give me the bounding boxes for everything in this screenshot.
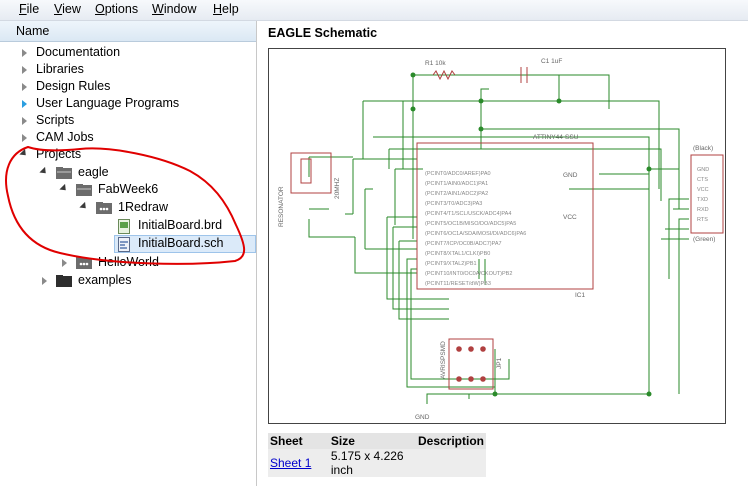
- table-row: Sheet 1 5.175 x 4.226 inch: [268, 449, 486, 477]
- sheet-column-header: Sheet: [268, 433, 329, 449]
- tree-item-label: examples: [78, 273, 132, 287]
- tree-header-label: Name: [16, 24, 50, 38]
- sheets-table: Sheet Size Description Sheet 1 5.175 x 4…: [268, 433, 486, 477]
- ic-pin-label: (PCINT1/AIN0/ADC1)PA1: [425, 181, 488, 187]
- sheet-size-cell: 5.175 x 4.226 inch: [328, 449, 416, 477]
- ic-pin-label: (PCINT2/AIN1/ADC2)PA2: [425, 191, 488, 197]
- ftdi-pin-label: CTS: [697, 177, 708, 183]
- ftdi-pin-label: VCC: [697, 187, 709, 193]
- expand-arrow-icon[interactable]: [22, 134, 27, 142]
- menu-bar: File View Options Window Help: [0, 0, 748, 21]
- sheet-link-cell: Sheet 1: [268, 449, 329, 477]
- expand-arrow-icon[interactable]: [22, 117, 27, 125]
- menu-window[interactable]: Window: [152, 2, 197, 16]
- tree-item-label: 1Redraw: [118, 200, 169, 214]
- ftdi-pin-label: GND: [697, 167, 709, 173]
- expand-arrow-icon[interactable]: [42, 277, 47, 285]
- tree-item-label: FabWeek6: [98, 182, 159, 196]
- ic-gnd-pin-label: GND: [563, 172, 578, 179]
- ic-pin-label: (PCINT11/RESET/dW)PB3: [425, 281, 491, 287]
- tree-item-label: Scripts: [36, 113, 75, 127]
- ic-pin-label: (PCINT3/T0/ADC3)PA3: [425, 201, 482, 207]
- schematic-file-icon: [118, 237, 130, 252]
- ic-pin-label: (PCINT5/OC1B/MISO/DO/ADC5)PA5: [425, 221, 516, 227]
- schematic-preview[interactable]: R1 10k C1 1uF ATTINY44-SSU IC1 GND VCC (…: [268, 48, 726, 424]
- tree-item-label: Design Rules: [36, 79, 111, 93]
- ic-ref-label: IC1: [575, 292, 586, 299]
- expand-arrow-icon[interactable]: [22, 66, 27, 74]
- menu-file[interactable]: File: [19, 2, 40, 16]
- project-folder-icon: [96, 202, 112, 214]
- ftdi-pin-label: TXD: [697, 197, 708, 203]
- description-column-header: Description: [415, 433, 486, 449]
- ic-pin-label: (PCINT4/T1/SCL/USCK/ADC4)PA4: [425, 211, 511, 217]
- ftdi-bottom-label: (Green): [693, 236, 715, 243]
- project-tree-panel: Name Documentation Libraries Design Rule…: [0, 21, 257, 486]
- size-column-header: Size: [328, 433, 416, 449]
- project-folder-icon: [76, 257, 92, 269]
- sheet-description-cell: [415, 449, 486, 477]
- tree-item-label: CAM Jobs: [36, 130, 94, 144]
- tree-item-label: User Language Programs: [36, 96, 180, 110]
- expand-arrow-icon[interactable]: [22, 83, 27, 91]
- jp1-label: JP1: [496, 357, 503, 369]
- ftdi-pin-label: RXD: [697, 207, 709, 213]
- ic-pin-label: (PCINT10/INT0/OC0A/CKOUT)PB2: [425, 271, 512, 277]
- ic-pin-label: (PCINT0/ADC0/AREF)PA0: [425, 171, 491, 177]
- board-file-icon: [118, 219, 130, 234]
- red-annotation-circle: [5, 145, 246, 265]
- expand-arrow-icon[interactable]: [62, 259, 67, 267]
- ic-pin-label: (PCINT7/ICP/OC0B/ADC7)PA7: [425, 241, 502, 247]
- expand-arrow-icon[interactable]: [22, 49, 27, 57]
- menu-options[interactable]: Options: [95, 2, 139, 16]
- tree-item-label: Libraries: [36, 62, 84, 76]
- ftdi-top-label: (Black): [693, 145, 713, 152]
- avrisp-label: AVRISPSMD: [440, 341, 447, 379]
- ic-pin-label: (PCINT9/XTAL2)PB1: [425, 261, 477, 267]
- sheet-1-link[interactable]: Sheet 1: [270, 456, 312, 470]
- ic-name-label: ATTINY44-SSU: [533, 134, 579, 141]
- ic-vcc-pin-label: VCC: [563, 214, 577, 221]
- c1-label: C1 1uF: [541, 58, 562, 65]
- folder-icon: [76, 184, 92, 196]
- menu-view[interactable]: View: [54, 2, 81, 16]
- tree-item-label: Documentation: [36, 45, 121, 59]
- gnd-symbol-label: GND: [415, 414, 430, 421]
- tree-item-label: eagle: [78, 165, 109, 179]
- resonator-value-label: 20MHZ: [334, 178, 341, 199]
- ic-pin-label: (PCINT6/OC1A/SDA/MOSI/DI/ADC6)PA6: [425, 231, 526, 237]
- menu-help[interactable]: Help: [213, 2, 239, 16]
- schematic-drawing: R1 10k C1 1uF ATTINY44-SSU IC1 GND VCC (…: [278, 58, 724, 421]
- r1-label: R1 10k: [425, 60, 446, 67]
- preview-title: EAGLE Schematic: [268, 26, 378, 40]
- expand-arrow-icon[interactable]: [22, 100, 27, 108]
- selected-row-highlight: [114, 235, 256, 253]
- ic-pin-label: (PCINT8/XTAL1/CLKI)PB0: [425, 251, 490, 257]
- preview-panel: EAGLE Schematic: [258, 21, 748, 486]
- folder-icon: [56, 275, 72, 287]
- tree-item-label: InitialBoard.brd: [138, 218, 223, 232]
- folder-icon: [56, 167, 72, 179]
- tree-column-header[interactable]: Name: [0, 21, 256, 42]
- ftdi-pin-label: RTS: [697, 217, 708, 223]
- resonator-label: RESONATOR: [278, 186, 285, 227]
- tree-item-label: InitialBoard.sch: [138, 236, 224, 250]
